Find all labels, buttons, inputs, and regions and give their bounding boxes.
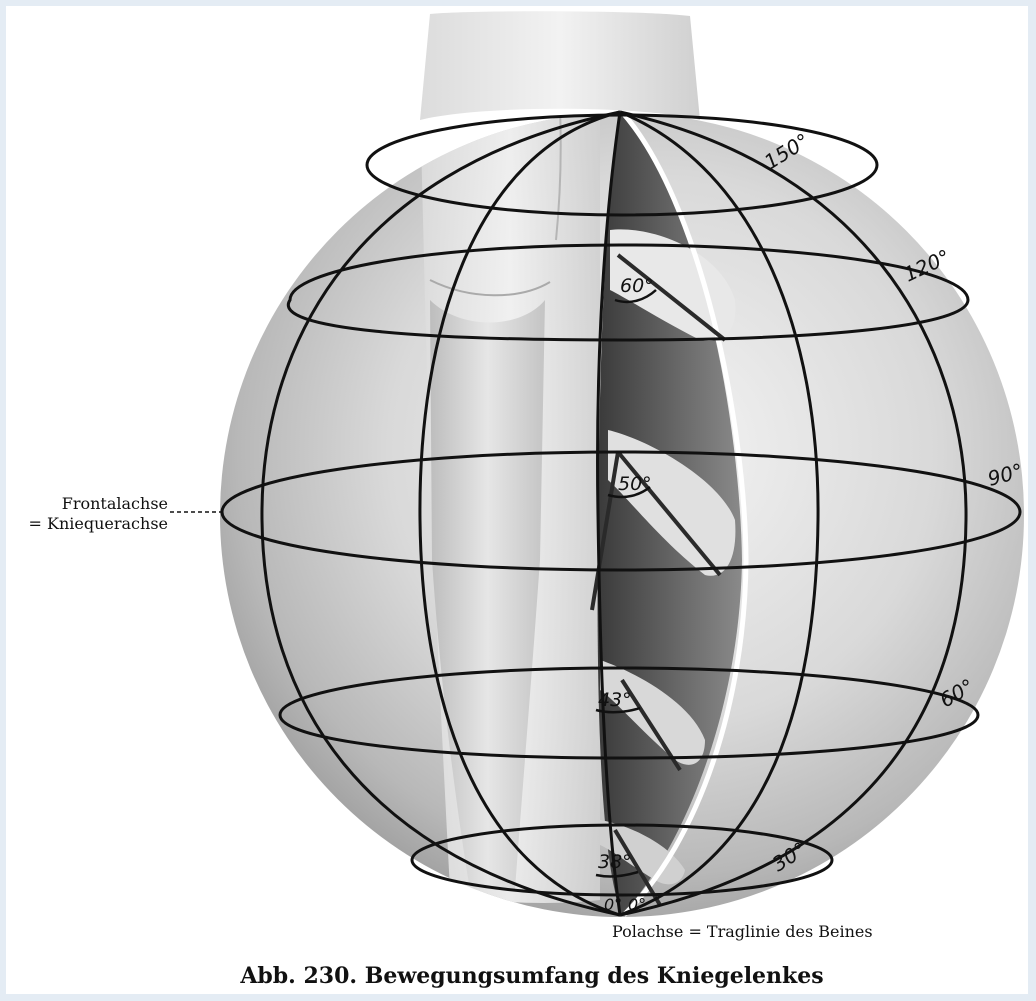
torso-illustration xyxy=(420,11,700,120)
angle-label-43: 43° xyxy=(598,689,632,711)
pole-label-left: 0° xyxy=(604,895,622,914)
pole-label-right: 0° xyxy=(628,895,646,914)
transverse-axis-label: = Kniequerachse xyxy=(29,514,168,533)
pole-axis-label: Polachse = Traglinie des Beines xyxy=(612,922,873,941)
figure-caption: Abb. 230. Bewegungsumfang des Kniegelenk… xyxy=(239,963,823,989)
angle-label-50: 50° xyxy=(618,473,652,495)
angle-label-38: 38° xyxy=(598,851,632,873)
frontal-axis-label: Frontalachse xyxy=(62,494,168,513)
angle-label-60: 60° xyxy=(620,275,654,297)
